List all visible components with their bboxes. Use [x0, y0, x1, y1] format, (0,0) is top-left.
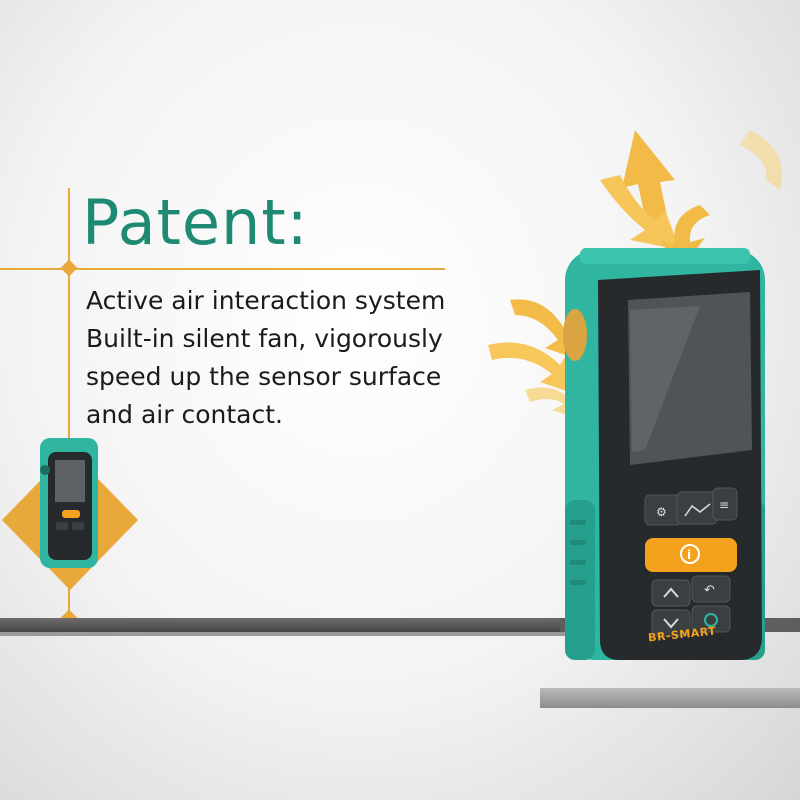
chevron-down-icon	[663, 618, 679, 629]
back-button	[691, 575, 731, 603]
small-device-info-button	[62, 510, 80, 518]
description-line: speed up the sensor surface	[86, 362, 442, 391]
guide-horizontal-line	[0, 268, 445, 270]
small-device-screen	[55, 460, 85, 502]
chart-button	[676, 491, 718, 525]
shelf-right-front	[540, 688, 800, 708]
up-button	[651, 579, 691, 607]
small-device-button	[72, 522, 84, 530]
small-device-fan	[40, 465, 50, 475]
description-line: Active air interaction system	[86, 286, 446, 315]
info-icon	[680, 544, 700, 564]
power-button	[691, 605, 731, 633]
chart-icon	[684, 503, 711, 517]
menu-icon: ≡	[719, 498, 729, 512]
power-icon	[704, 613, 718, 627]
chevron-up-icon	[663, 587, 679, 598]
feature-description: Active air interaction system Built-in s…	[86, 282, 445, 434]
guide-vertical-line	[68, 188, 70, 618]
description-line: Built-in silent fan, vigorously	[86, 324, 443, 353]
small-device-thumbnail	[2, 438, 138, 590]
small-device-button	[56, 522, 68, 530]
page-title: Patent:	[82, 186, 309, 259]
menu-button	[712, 487, 738, 521]
screen-glare	[630, 306, 700, 452]
side-fan-grille	[563, 309, 587, 361]
guide-diamond-top	[60, 259, 78, 277]
description-line: and air contact.	[86, 400, 283, 429]
info-button	[645, 538, 737, 572]
settings-icon: ⚙	[656, 505, 667, 519]
info-icon-glyph: i	[687, 548, 691, 562]
air-quality-monitor-device: ⚙ ≡ i ↶	[488, 130, 782, 660]
shelf-left-edge	[0, 632, 590, 636]
device-top-edge	[580, 248, 750, 264]
back-icon: ↶	[704, 583, 715, 598]
air-flow-arrows-icon	[488, 130, 782, 420]
shelf-left	[0, 618, 590, 632]
down-button	[651, 609, 691, 637]
